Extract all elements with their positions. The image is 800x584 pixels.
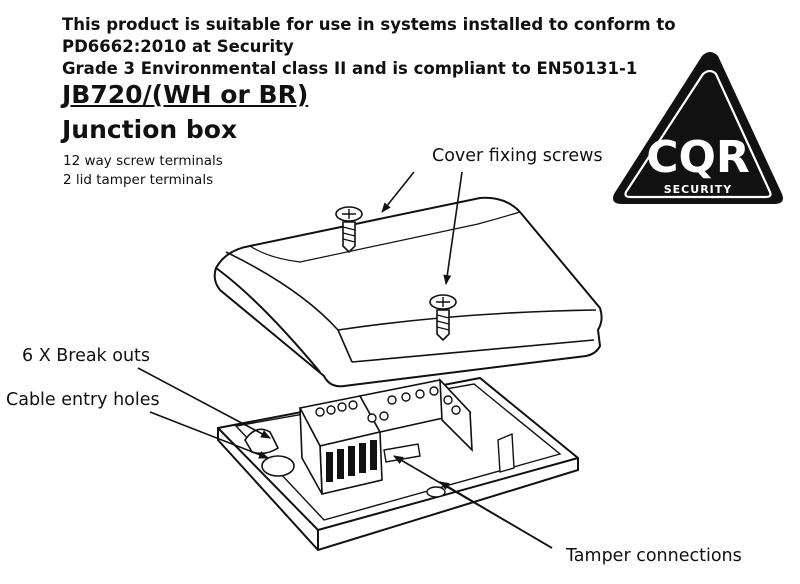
label-tamper-connections: Tamper connections [566, 546, 742, 566]
compliance-line-1: This product is suitable for use in syst… [62, 15, 676, 56]
logo-tagline: SECURITY [664, 183, 733, 196]
box-base [217, 376, 579, 552]
terminal-screws [315, 386, 461, 423]
spec-screw-terminals: 12 way screw terminals [63, 153, 223, 169]
product-model: JB720/(WH or BR) [62, 80, 309, 109]
cqr-logo: CQR SECURITY [613, 52, 783, 204]
callout-lines [137, 171, 553, 549]
box-lid [213, 196, 603, 388]
cover-screw-2 [429, 294, 457, 342]
label-cover-fixing-screws: Cover fixing screws [432, 146, 603, 166]
spec-tamper-terminals: 2 lid tamper terminals [63, 172, 214, 188]
logo-brand: CQR [646, 132, 750, 183]
product-title: Junction box [62, 115, 238, 144]
tamper-switch [383, 443, 421, 463]
compliance-notice: This product is suitable for use in syst… [62, 14, 792, 80]
compliance-line-2: Grade 3 Environmental class II and is co… [62, 59, 638, 78]
terminal-slots [326, 440, 377, 482]
label-cable-entry-holes: Cable entry holes [6, 390, 160, 410]
cover-screw-1 [335, 206, 363, 254]
label-break-outs: 6 X Break outs [22, 346, 151, 366]
